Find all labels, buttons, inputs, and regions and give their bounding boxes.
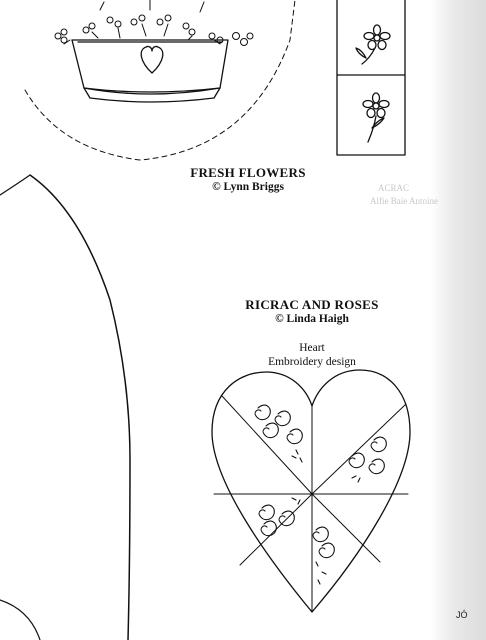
heart-caption-line1: Heart <box>299 342 325 354</box>
daisy-flower-icon-2 <box>362 92 390 143</box>
corner-mark: JÓ <box>456 610 468 620</box>
corner-arc <box>0 599 41 640</box>
fresh-flowers-title: FRESH FLOWERS <box>190 165 306 180</box>
daisy-flower-icon-1 <box>355 24 391 65</box>
show-through-text-2: Alfie Baie Antoine <box>370 196 438 206</box>
flower-basket-icon <box>54 0 254 103</box>
fresh-flowers-byline: © Lynn Briggs <box>212 181 284 193</box>
rose-motifs <box>254 404 387 585</box>
dashed-template-arc <box>24 0 296 161</box>
template-outline-curve <box>29 174 131 640</box>
flower-panel-box <box>336 0 406 156</box>
left-edge-line <box>0 174 31 196</box>
heart-caption-line2: Embroidery design <box>268 356 356 368</box>
ricrac-roses-title: RICRAC AND ROSES <box>245 297 379 312</box>
page-fold-shadow <box>430 0 486 640</box>
show-through-text-1: ACRAC <box>378 183 410 193</box>
heart-embroidery-design <box>211 369 411 613</box>
ricrac-roses-byline: © Linda Haigh <box>275 313 349 325</box>
